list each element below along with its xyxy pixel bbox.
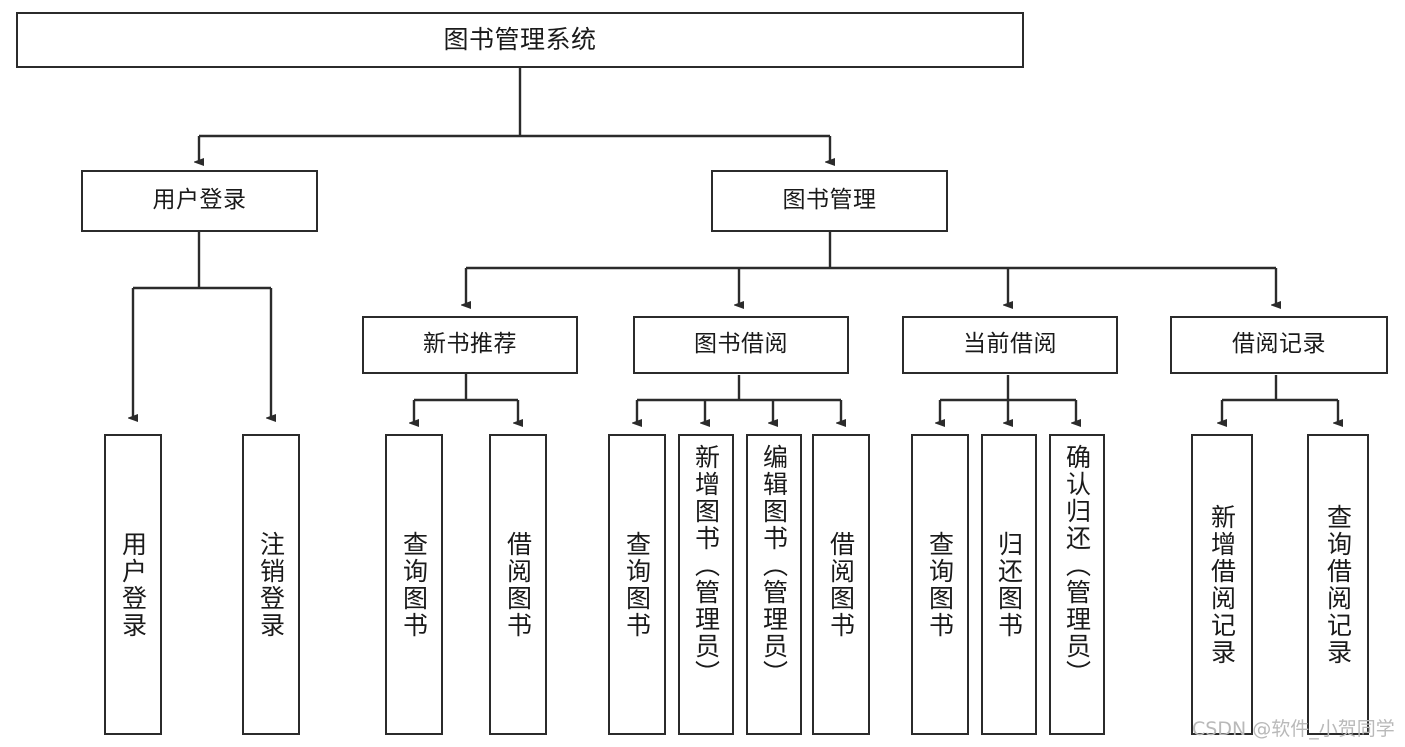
node-leaf-user-logout[interactable]: 注销登录: [242, 434, 300, 735]
node-leaf-edit-book-label: 编辑图书（管理员）: [759, 444, 789, 687]
node-book-borrow-label: 图书借阅: [694, 331, 788, 358]
node-leaf-confirm-return[interactable]: 确认归还（管理员）: [1049, 434, 1105, 735]
node-leaf-edit-book[interactable]: 编辑图书（管理员）: [746, 434, 802, 735]
node-book-management-label: 图书管理: [782, 187, 877, 214]
node-current-borrow-label: 当前借阅: [963, 331, 1057, 358]
node-borrow-record-label: 借阅记录: [1232, 331, 1326, 358]
node-leaf-add-book-label: 新增图书（管理员）: [691, 444, 721, 687]
node-root[interactable]: 图书管理系统: [16, 12, 1024, 68]
node-leaf-user-logout-label: 注销登录: [256, 530, 286, 639]
node-user-login[interactable]: 用户登录: [81, 170, 318, 232]
node-leaf-query-book-3[interactable]: 查询图书: [911, 434, 969, 735]
node-leaf-query-book-2[interactable]: 查询图书: [608, 434, 666, 735]
node-root-label: 图书管理系统: [443, 25, 597, 55]
node-leaf-borrow-book-1[interactable]: 借阅图书: [489, 434, 547, 735]
node-leaf-add-record-label: 新增借阅记录: [1207, 503, 1237, 666]
node-leaf-borrow-book-2[interactable]: 借阅图书: [812, 434, 870, 735]
watermark: CSDN @软件_小贺同学: [1192, 718, 1395, 740]
node-book-management[interactable]: 图书管理: [711, 170, 948, 232]
node-leaf-query-record-label: 查询借阅记录: [1323, 503, 1353, 666]
node-borrow-record[interactable]: 借阅记录: [1170, 316, 1388, 374]
node-leaf-user-login-label: 用户登录: [118, 530, 148, 639]
node-leaf-return-book[interactable]: 归还图书: [981, 434, 1037, 735]
node-leaf-add-record[interactable]: 新增借阅记录: [1191, 434, 1253, 735]
node-leaf-borrow-book-1-label: 借阅图书: [503, 530, 533, 639]
node-user-login-label: 用户登录: [152, 187, 247, 214]
node-leaf-query-record[interactable]: 查询借阅记录: [1307, 434, 1369, 735]
node-new-book-recommend-label: 新书推荐: [423, 331, 517, 358]
node-leaf-return-book-label: 归还图书: [994, 530, 1024, 639]
node-leaf-query-book-1[interactable]: 查询图书: [385, 434, 443, 735]
node-leaf-query-book-1-label: 查询图书: [399, 530, 429, 639]
node-leaf-query-book-2-label: 查询图书: [622, 530, 652, 639]
node-new-book-recommend[interactable]: 新书推荐: [362, 316, 578, 374]
node-leaf-confirm-return-label: 确认归还（管理员）: [1062, 444, 1092, 687]
node-leaf-query-book-3-label: 查询图书: [925, 530, 955, 639]
node-current-borrow[interactable]: 当前借阅: [902, 316, 1118, 374]
node-leaf-user-login[interactable]: 用户登录: [104, 434, 162, 735]
node-leaf-add-book[interactable]: 新增图书（管理员）: [678, 434, 734, 735]
node-leaf-borrow-book-2-label: 借阅图书: [826, 530, 856, 639]
node-book-borrow[interactable]: 图书借阅: [633, 316, 849, 374]
